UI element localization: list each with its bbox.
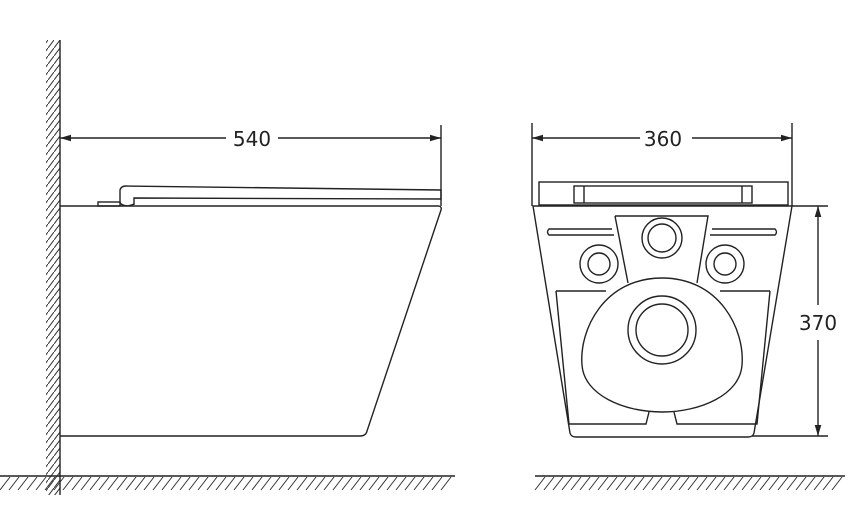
floor-hatch-line	[696, 476, 708, 491]
wall	[46, 40, 61, 495]
floor-hatch-line	[543, 476, 555, 491]
floor-hatch-line	[732, 476, 744, 491]
floor-hatch-line	[705, 476, 717, 491]
floor-hatch-line	[89, 476, 101, 491]
floor-hatch-line	[323, 476, 335, 491]
floor-hatch-line	[552, 476, 564, 491]
floor-hatch-line	[561, 476, 573, 491]
floor-hatch-line	[197, 476, 209, 491]
floor-hatch-line	[804, 476, 816, 491]
floor-hatch-line	[17, 476, 29, 491]
floor-hatch-line	[795, 476, 807, 491]
floor-hatch-line	[116, 476, 128, 491]
floor-side	[0, 475, 455, 491]
floor-hatch-line	[35, 476, 47, 491]
floor-hatch-line	[624, 476, 636, 491]
floor-hatch-line	[215, 476, 227, 491]
floor-hatch-line	[8, 476, 20, 491]
floor-hatch-line	[53, 476, 65, 491]
floor-hatch-line	[44, 476, 56, 491]
floor-hatch-line	[242, 476, 254, 491]
floor-hatch-line	[206, 476, 218, 491]
floor-hatch-line	[224, 476, 236, 491]
height-dimension-label: 370	[799, 311, 837, 335]
front-view: 360 370	[531, 123, 837, 438]
floor-hatch-line	[570, 476, 582, 491]
floor-hatch-line	[759, 476, 771, 491]
floor-hatch-line	[98, 476, 110, 491]
floor-hatch-line	[404, 476, 416, 491]
floor-hatch-line	[296, 476, 308, 491]
floor-hatch-line	[170, 476, 182, 491]
floor-hatch-line	[278, 476, 290, 491]
floor-hatch-line	[579, 476, 591, 491]
floor-hatch-line	[80, 476, 92, 491]
floor-hatch-line	[822, 476, 834, 491]
width-dimension-label: 540	[233, 127, 271, 151]
floor-hatch-line	[368, 476, 380, 491]
floor-hatch-line	[125, 476, 137, 491]
floor-hatch-line	[395, 476, 407, 491]
floor-hatch-line	[678, 476, 690, 491]
floor-hatch-line	[714, 476, 726, 491]
floor-hatch-line	[269, 476, 281, 491]
floor-hatch-line	[143, 476, 155, 491]
floor-hatch-line	[786, 476, 798, 491]
floor-hatch-line	[777, 476, 789, 491]
floor-hatch-line	[615, 476, 627, 491]
floor-hatch-line	[179, 476, 191, 491]
floor-hatch-line	[359, 476, 371, 491]
floor-hatch-line	[287, 476, 299, 491]
floor-hatch-line	[588, 476, 600, 491]
floor-hatch-line	[305, 476, 317, 491]
floor-hatch-line	[750, 476, 762, 491]
floor-hatch-line	[260, 476, 272, 491]
floor-hatch-line	[723, 476, 735, 491]
floor-hatch-line	[233, 476, 245, 491]
floor-hatch-line	[161, 476, 173, 491]
floor-hatch-line	[314, 476, 326, 491]
floor-hatch-line	[431, 476, 443, 491]
floor-hatch-line	[660, 476, 672, 491]
floor-hatch-line	[831, 476, 843, 491]
floor-hatch-line	[350, 476, 362, 491]
floor-hatch-line	[651, 476, 663, 491]
floor-hatch-line	[669, 476, 681, 491]
floor-hatch-line	[606, 476, 618, 491]
floor-hatch-line	[188, 476, 200, 491]
floor-hatch-line	[633, 476, 645, 491]
floor-hatch-line	[341, 476, 353, 491]
floor-hatch-line	[134, 476, 146, 491]
floor-hatch-line	[62, 476, 74, 491]
floor-hatch-line	[107, 476, 119, 491]
front-width-dimension-label: 360	[644, 127, 682, 151]
floor-hatch-line	[597, 476, 609, 491]
floor-hatch-line	[768, 476, 780, 491]
floor-hatch-line	[534, 476, 546, 491]
floor-hatch-line	[71, 476, 83, 491]
floor-hatch-line	[332, 476, 344, 491]
floor-hatch-line	[0, 476, 11, 491]
floor-hatch-line	[687, 476, 699, 491]
floor-front	[534, 475, 845, 491]
floor-hatch-line	[377, 476, 389, 491]
floor-hatch-line	[813, 476, 825, 491]
floor-hatch-line	[642, 476, 654, 491]
floor-hatch-line	[741, 476, 753, 491]
floor-hatch-line	[440, 476, 452, 491]
floor-hatch-line	[152, 476, 164, 491]
side-view: 540	[60, 125, 442, 437]
floor-hatch-line	[386, 476, 398, 491]
floor-hatch-line	[251, 476, 263, 491]
floor-hatch-line	[26, 476, 38, 491]
floor-hatch-line	[422, 476, 434, 491]
floor-hatch-line	[413, 476, 425, 491]
